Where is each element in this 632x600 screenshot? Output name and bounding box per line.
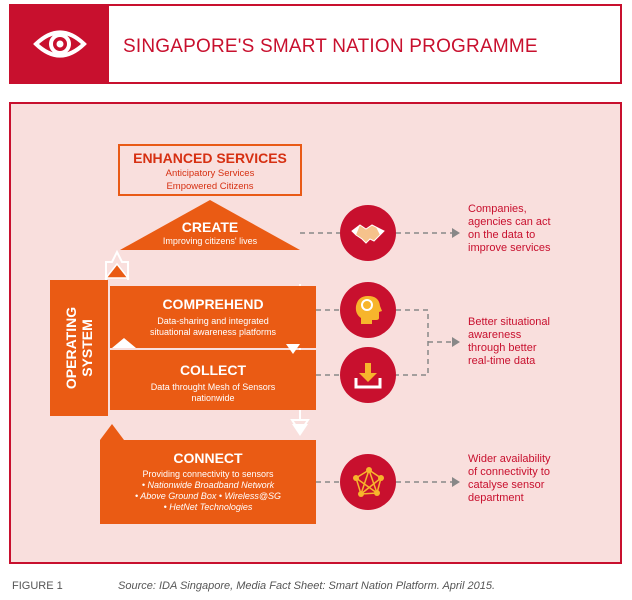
create-title: CREATE [181, 219, 239, 235]
network-icon [353, 467, 384, 497]
connect-title: CONNECT [173, 450, 243, 466]
collect-circle [340, 347, 396, 403]
down-arrow-mid [286, 344, 300, 354]
operating-system-line1: OPERATING [63, 306, 80, 390]
connect-bullet1: • Nationwide Broadband Network [141, 480, 275, 490]
outcome-create-line: on the data to [468, 229, 536, 241]
enhanced-services-line2: Empowered Citizens [166, 181, 254, 192]
connect-circle [340, 454, 396, 510]
enhanced-services-title: ENHANCED SERVICES [133, 150, 287, 166]
outcome-awareness-line: real-time data [468, 355, 536, 367]
logo-block [11, 6, 109, 82]
outcome-awareness-line: Better situational [468, 316, 550, 328]
collect-line1: Data throught Mesh of Sensors [150, 382, 276, 392]
connect-bullet2: • Above Ground Box • Wireless@SG [134, 491, 282, 501]
collect-box [110, 350, 316, 410]
operating-system-box [50, 280, 108, 416]
outcome-connect-line: of connectivity to [468, 466, 550, 478]
up-arrow-left-bottom [100, 424, 124, 440]
figure-label: FIGURE 1 [12, 580, 63, 592]
outcome-connect: Wider availability of connectivity to ca… [468, 453, 551, 505]
outcome-connect-line: Wider availability [468, 453, 551, 465]
collect-title: COLLECT [179, 362, 247, 378]
handshake-icon [351, 224, 385, 244]
down-arrow-right [292, 424, 308, 436]
create-subtitle: Improving citizens' lives [162, 236, 258, 246]
eye-icon [33, 30, 87, 58]
enhanced-services-box: ENHANCED SERVICES Anticipatory Services … [118, 144, 302, 196]
outcome-connect-line: department [468, 492, 524, 504]
outcome-create-line: improve services [468, 242, 551, 254]
outcome-create-line: Companies, [468, 203, 527, 215]
outcome-create-line: agencies can act [468, 216, 551, 228]
page-title: SINGAPORE'S SMART NATION PROGRAMME [123, 36, 538, 57]
up-arrow-left-top [104, 262, 130, 279]
enhanced-services-line1: Anticipatory Services [165, 168, 255, 179]
comprehend-box [110, 286, 316, 348]
outcome-awareness-line: awareness [468, 329, 522, 341]
connect-box [100, 440, 316, 524]
connect-line1: Providing connectivity to sensors [142, 469, 274, 479]
title-banner: SINGAPORE'S SMART NATION PROGRAMME [9, 4, 622, 84]
connector-arrowheads [452, 228, 460, 487]
connect-bullet3: • HetNet Technologies [163, 502, 253, 512]
head-brain-icon [355, 296, 382, 324]
outcome-awareness: Better situational awareness through bet… [468, 316, 550, 368]
collect-line2: nationwide [191, 393, 235, 403]
operating-system-line2: SYSTEM [79, 319, 96, 377]
outcome-connect-line: catalyse sensor [468, 479, 545, 491]
comprehend-title: COMPREHEND [162, 296, 264, 312]
operating-system-label: OPERATING SYSTEM [51, 282, 107, 414]
outcome-awareness-line: through better [468, 342, 537, 354]
connectors [300, 232, 452, 483]
create-arrow [120, 200, 300, 250]
create-circle [340, 205, 396, 261]
outcome-create: Companies, agencies can act on the data … [468, 203, 551, 255]
comprehend-line1: Data-sharing and integrated [157, 316, 269, 326]
comprehend-line2: situational awareness platforms [149, 327, 277, 337]
comprehend-circle [340, 282, 396, 338]
download-icon [354, 363, 382, 389]
up-arrow-mid [112, 338, 136, 348]
figure-source: Source: IDA Singapore, Media Fact Sheet:… [118, 580, 496, 592]
